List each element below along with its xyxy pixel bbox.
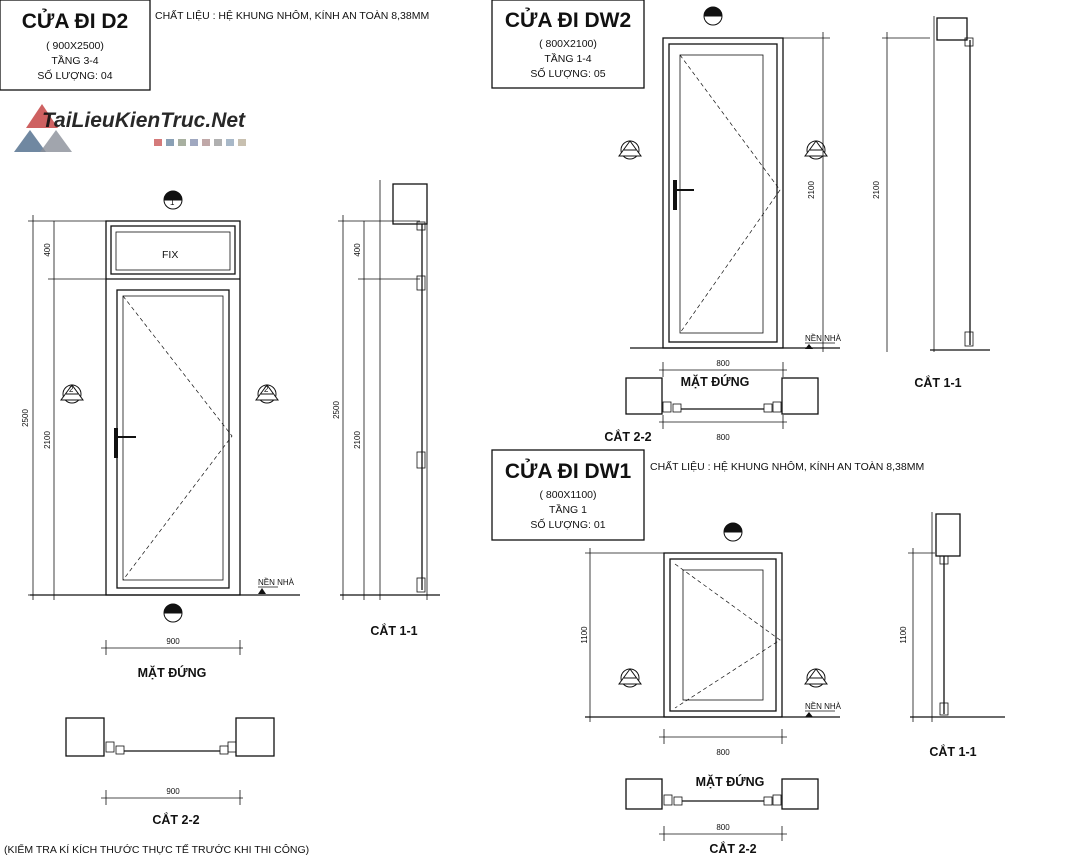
svg-text:400: 400 [353, 243, 362, 257]
dw1-floor: TẦNG 1 [549, 503, 587, 516]
dw1-elevation [585, 552, 840, 718]
svg-text:2100: 2100 [872, 181, 881, 199]
dw2-section-2-2-label: CẮT 2-2 [604, 429, 651, 444]
marker-number: 2 [69, 385, 74, 394]
d2-section-1-1-label: CẮT 1-1 [370, 623, 417, 638]
dw2-elevation [630, 37, 840, 349]
floor-mark: NỀN NHÀ [258, 577, 295, 594]
material-note-top: CHẤT LIỆU : HỆ KHUNG NHÔM, KÍNH AN TOÀN … [155, 9, 429, 22]
section-2-marker-icon [804, 140, 828, 160]
section-1-marker-icon [163, 603, 183, 623]
dw2-title: CỬA ĐI DW2 [505, 8, 631, 32]
dw2-floor: TẦNG 1-4 [544, 52, 591, 65]
floor-mark: NỀN NHÀ [805, 701, 842, 717]
dw2-size: ( 800X2100) [539, 38, 597, 50]
floor-label: NỀN NHÀ [258, 577, 295, 587]
d2-size: ( 900X2500) [46, 40, 104, 52]
dw2-elevation-label: MẶT ĐỨNG [681, 374, 750, 389]
dw1-dimensions: 1100 800 [580, 548, 787, 757]
d2-title: CỬA ĐI D2 [22, 9, 129, 33]
dw2-section-1-1: 2100 [872, 16, 990, 352]
d2-section-2-2: 900 [65, 717, 275, 805]
d2-dimensions: 2500 400 2100 900 [21, 215, 243, 655]
svg-text:800: 800 [716, 433, 730, 442]
section-2-marker-icon [618, 140, 642, 160]
svg-text:2100: 2100 [353, 431, 362, 449]
svg-text:2100: 2100 [43, 431, 52, 449]
material-note-dw1: CHẤT LIỆU : HỆ KHUNG NHÔM, KÍNH AN TOÀN … [650, 460, 924, 473]
svg-text:2500: 2500 [21, 409, 30, 427]
dw1-qty: SỐ LƯỢNG: 01 [530, 517, 605, 531]
svg-text:1100: 1100 [899, 626, 908, 644]
svg-text:400: 400 [43, 243, 52, 257]
section-2-marker-icon [804, 668, 828, 688]
svg-text:NỀN NHÀ: NỀN NHÀ [805, 701, 842, 711]
dw1-section-2-2-label: CẮT 2-2 [709, 841, 756, 856]
dw1-section-2-2: 800 [625, 778, 819, 841]
section-1-marker-icon [703, 6, 723, 26]
dw2-section-1-1-label: CẮT 1-1 [914, 375, 961, 390]
check-note: (KIỂM TRA KÍ KÍCH THƯỚC THỰC TẾ TRƯỚC KH… [4, 843, 309, 856]
marker-number: 2 [264, 385, 269, 394]
svg-text:800: 800 [716, 823, 730, 832]
dw1-size: ( 800X1100) [539, 489, 596, 501]
svg-text:800: 800 [716, 748, 730, 757]
svg-text:800: 800 [716, 359, 730, 368]
watermark-logo: TaiLieuKienTruc.Net [14, 104, 246, 152]
d2-elevation: FIX [30, 220, 300, 596]
dw2-dimensions: 2100 800 [659, 32, 830, 377]
d2-section-1-1: 2500 400 2100 [332, 180, 440, 600]
dw2-section-2-2: 800 [625, 377, 819, 442]
fix-label: FIX [162, 249, 178, 261]
dw2-qty: SỐ LƯỢNG: 05 [530, 66, 605, 80]
d2-title-block: CỬA ĐI D2 ( 900X2500) TẦNG 3-4 SỐ LƯỢNG:… [0, 0, 151, 91]
svg-text:900: 900 [166, 787, 180, 796]
d2-qty: SỐ LƯỢNG: 04 [37, 68, 112, 82]
dw1-section-1-1-label: CẮT 1-1 [929, 744, 976, 759]
marker-number: 1 [170, 198, 175, 207]
svg-text:2100: 2100 [807, 181, 816, 199]
dw2-title-block: CỬA ĐI DW2 ( 800X2100) TẦNG 1-4 SỐ LƯỢNG… [491, 0, 645, 89]
svg-text:900: 900 [166, 637, 180, 646]
dw1-title-block: CỬA ĐI DW1 ( 800X1100) TẦNG 1 SỐ LƯỢNG: … [491, 449, 645, 541]
section-2-marker-icon [618, 668, 642, 688]
dw1-elevation-label: MẶT ĐỨNG [696, 774, 765, 789]
svg-text:1100: 1100 [580, 626, 589, 644]
svg-text:2500: 2500 [332, 401, 341, 419]
watermark-text: TaiLieuKienTruc.Net [42, 109, 246, 132]
d2-floor: TẦNG 3-4 [51, 54, 98, 67]
section-1-marker-icon [723, 522, 743, 542]
d2-elevation-label: MẶT ĐỨNG [138, 665, 207, 680]
dw1-section-1-1: 1100 [899, 512, 1005, 722]
dw1-title: CỬA ĐI DW1 [505, 459, 632, 483]
d2-section-2-2-label: CẮT 2-2 [152, 812, 199, 827]
